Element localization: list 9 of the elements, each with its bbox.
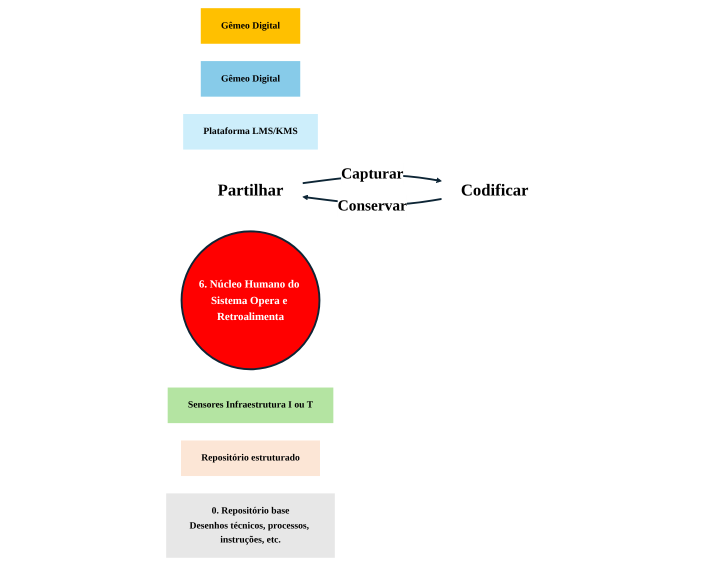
node-box [182, 114, 318, 150]
node-box [200, 61, 300, 97]
node-circle [180, 230, 320, 370]
node-box [200, 8, 300, 44]
node-box [166, 493, 334, 558]
node-box [167, 388, 333, 424]
node-text: Partilhar [217, 180, 283, 200]
node-box [180, 440, 320, 476]
node-text: Codificar [460, 180, 528, 200]
